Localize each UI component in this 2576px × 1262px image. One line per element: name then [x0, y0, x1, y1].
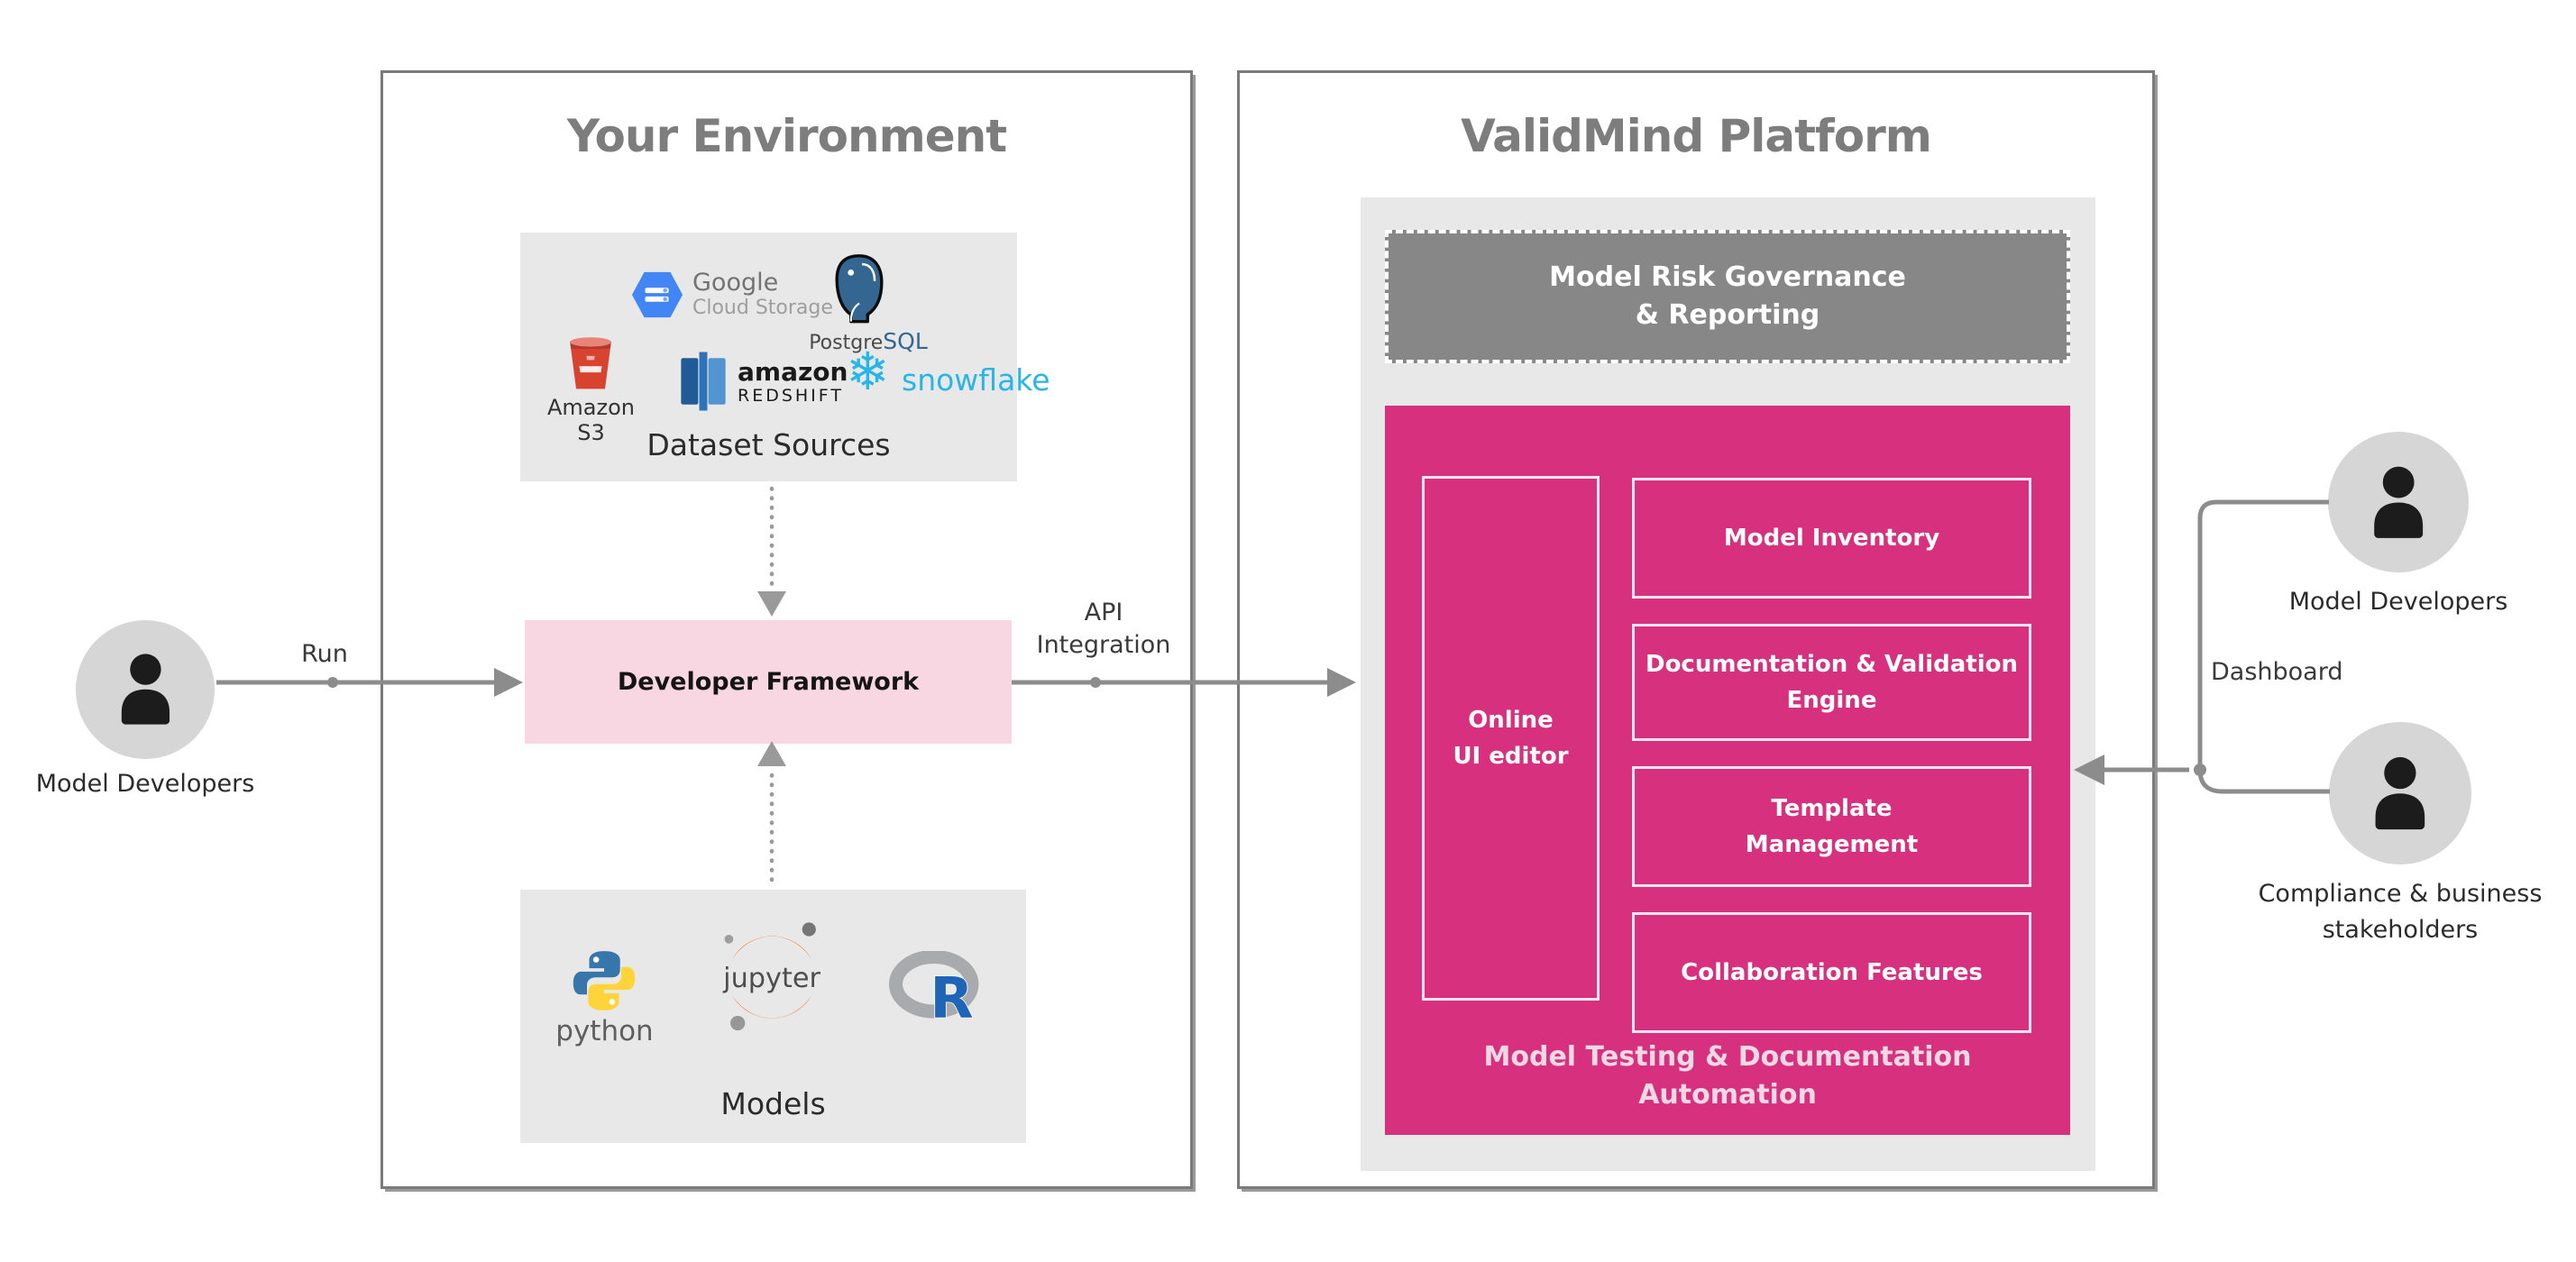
feature-collaboration-features: Collaboration Features	[1632, 912, 2031, 1033]
person-icon	[121, 654, 170, 726]
compliance-avatar	[2329, 722, 2471, 864]
feature-template-management: Template Management	[1632, 766, 2031, 887]
postgresql-part1: Postgre	[809, 332, 884, 354]
feature-model-inventory: Model Inventory	[1632, 478, 2031, 599]
gcs-line2: Cloud Storage	[692, 297, 833, 319]
feature-documentation-validation-engine: Documentation & Validation Engine	[1632, 624, 2031, 741]
automation-label: Model Testing & Documentation Automation	[1483, 1041, 1972, 1111]
right-dev-connector	[2197, 499, 2329, 770]
your-environment-title: Your Environment	[566, 110, 1007, 162]
run-label: Run	[301, 640, 348, 668]
dataset-sources-label: Dataset Sources	[646, 427, 891, 462]
redshift-line1: amazon	[738, 357, 848, 387]
postgresql-icon	[831, 252, 887, 330]
python-label: python	[555, 1015, 654, 1047]
jupyter-icon: jupyter	[712, 909, 830, 1047]
redshift-logo-text: amazon REDSHIFT	[738, 357, 848, 407]
postgresql-part2: SQL	[883, 328, 928, 354]
developer-framework-box: Developer Framework	[525, 620, 1012, 744]
governance-box: Model Risk Governance & Reporting	[1385, 230, 2070, 363]
validmind-platform-title: ValidMind Platform	[1461, 110, 1932, 162]
dashboard-label: Dashboard	[2211, 658, 2343, 686]
gcs-logo-text: Google Cloud Storage	[692, 270, 833, 321]
snowflake-label: snowflake	[902, 362, 1050, 398]
run-edge-dot	[327, 677, 338, 688]
person-icon	[2375, 756, 2425, 830]
gcs-icon	[631, 270, 683, 323]
svg-text:R: R	[930, 965, 973, 1023]
python-icon	[570, 946, 638, 1019]
right-developers-avatar	[2328, 432, 2469, 572]
online-ui-editor-box: Online UI editor	[1422, 476, 1600, 1001]
compliance-connector	[2197, 769, 2330, 794]
redshift-icon	[678, 348, 729, 418]
amazon-s3-icon	[564, 335, 617, 397]
connector-junction-dot	[2194, 764, 2206, 776]
gcs-line1: Google	[692, 269, 779, 297]
r-icon: R	[888, 949, 987, 1031]
redshift-line2: REDSHIFT	[738, 386, 844, 406]
amazon-s3-label: Amazon S3	[547, 395, 635, 445]
person-icon	[2374, 466, 2423, 538]
left-developers-label: Model Developers	[35, 770, 255, 798]
api-integration-label: API Integration	[1036, 599, 1171, 659]
left-developers-avatar	[76, 620, 215, 759]
postgresql-logo-text: PostgreSQL	[805, 328, 931, 354]
compliance-label: Compliance & business stakeholders	[2258, 880, 2543, 944]
testing-automation-box	[1385, 406, 2070, 1135]
svg-text:jupyter: jupyter	[722, 963, 820, 994]
models-label: Models	[720, 1086, 826, 1121]
right-developers-label: Model Developers	[2288, 588, 2508, 616]
snowflake-icon: ❄	[846, 341, 890, 402]
